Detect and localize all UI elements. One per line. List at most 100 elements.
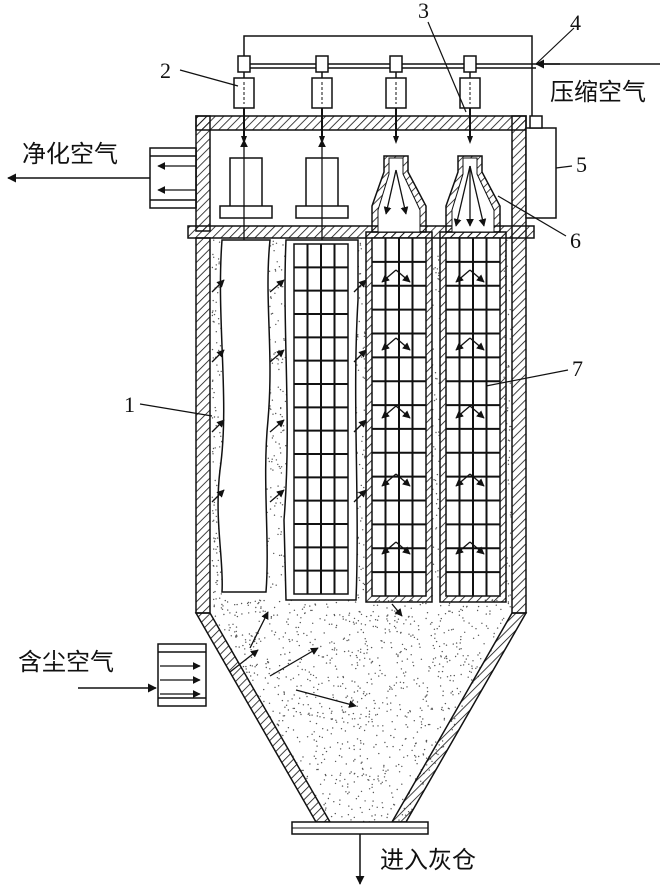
dust-dot: [259, 695, 261, 698]
dust-dot: [438, 645, 441, 648]
dust-dot: [276, 261, 278, 263]
dust-dot: [329, 642, 331, 644]
dust-dot: [394, 620, 396, 622]
dust-dot: [349, 634, 351, 636]
dust-dot: [309, 641, 311, 644]
dust-dot: [303, 606, 305, 608]
dust-dot: [353, 781, 355, 783]
dust-dot: [213, 256, 215, 258]
dust-dot: [235, 630, 237, 633]
dust-dot: [390, 702, 392, 704]
dust-dot: [457, 653, 459, 655]
dust-dot: [377, 778, 379, 780]
dust-dot: [420, 721, 423, 723]
dust-dot: [468, 622, 470, 624]
dust-dot: [433, 446, 435, 448]
dust-dot: [420, 727, 422, 729]
dust-dot: [401, 744, 404, 747]
dust-dot: [395, 676, 398, 678]
dust-dot: [213, 501, 216, 504]
dust-dot: [509, 338, 511, 340]
dust-dot: [214, 538, 216, 540]
dust-dot: [357, 536, 359, 539]
dust-dot: [469, 670, 471, 673]
dust-dot: [279, 413, 282, 416]
dust-dot: [418, 643, 420, 645]
dust-dot: [315, 740, 318, 742]
dust-dot: [287, 618, 289, 620]
dust-dot: [260, 640, 262, 642]
dust-dot: [341, 816, 343, 818]
dust-dot: [345, 687, 347, 690]
dust-dot: [335, 626, 337, 629]
dust-dot: [507, 407, 509, 409]
dust-dot: [362, 693, 365, 695]
dust-dot: [362, 347, 364, 349]
dust-dot: [309, 680, 311, 682]
dust-dot: [342, 675, 344, 678]
dust-dot: [300, 658, 303, 661]
flow-arrow: [249, 611, 269, 649]
dust-dot: [216, 571, 218, 574]
dust-dot: [316, 745, 318, 747]
dust-dot: [217, 318, 220, 320]
dust-dot: [448, 602, 451, 605]
dust-dot: [501, 619, 504, 621]
dust-dot: [372, 625, 374, 628]
dust-dot: [351, 680, 353, 682]
dust-dot: [371, 660, 374, 663]
dust-dot: [384, 628, 386, 630]
dust-dot: [277, 533, 279, 536]
dust-dot: [388, 629, 390, 631]
dust-dot: [371, 783, 373, 786]
dust-dot: [275, 323, 277, 326]
dust-dot: [219, 446, 221, 448]
dust-dot: [406, 726, 409, 728]
dust-dot: [308, 712, 310, 714]
dust-dot: [333, 685, 335, 687]
dust-dot: [283, 691, 285, 693]
dust-dot: [271, 461, 273, 463]
dust-dot: [312, 644, 314, 646]
dust-dot: [219, 597, 221, 599]
dust-dot: [311, 733, 313, 735]
dust-dot: [342, 711, 344, 713]
flow-arrow: [353, 279, 367, 293]
dust-dot: [485, 613, 487, 615]
clean-air-outlet-duct: [149, 147, 197, 209]
dust-dot: [398, 771, 401, 773]
dust-dot: [283, 715, 286, 717]
dust-dot: [360, 568, 362, 571]
dust-dot: [435, 398, 438, 400]
dust-dot: [465, 658, 467, 660]
dust-dot: [218, 323, 220, 325]
dust-dot: [298, 644, 300, 647]
dust-dot: [253, 640, 256, 643]
dust-dot: [215, 425, 217, 427]
dust-dot: [374, 814, 376, 816]
dust-dot: [337, 676, 339, 678]
dust-dot: [245, 665, 247, 668]
dust-dot: [351, 651, 353, 654]
dust-dot: [448, 708, 450, 710]
dust-dot: [303, 632, 305, 635]
dust-dot: [402, 672, 405, 674]
dust-dot: [507, 595, 510, 597]
dust-dot: [401, 660, 403, 662]
dust-dot: [413, 636, 416, 639]
dust-dot: [278, 554, 281, 557]
dust-dot: [378, 707, 380, 709]
dust-dot: [310, 631, 312, 633]
dust-dot: [370, 662, 372, 664]
dust-dot: [444, 657, 446, 659]
dust-dot: [316, 768, 318, 771]
dust-dot: [221, 608, 224, 610]
dust-dot: [278, 368, 280, 371]
dust-dot: [368, 808, 371, 811]
dust-dot: [425, 700, 428, 702]
dust-dot: [359, 651, 362, 653]
dust-dot: [394, 610, 396, 612]
dust-dot: [270, 616, 273, 618]
dust-dot: [306, 775, 309, 778]
dust-dot: [363, 377, 366, 379]
